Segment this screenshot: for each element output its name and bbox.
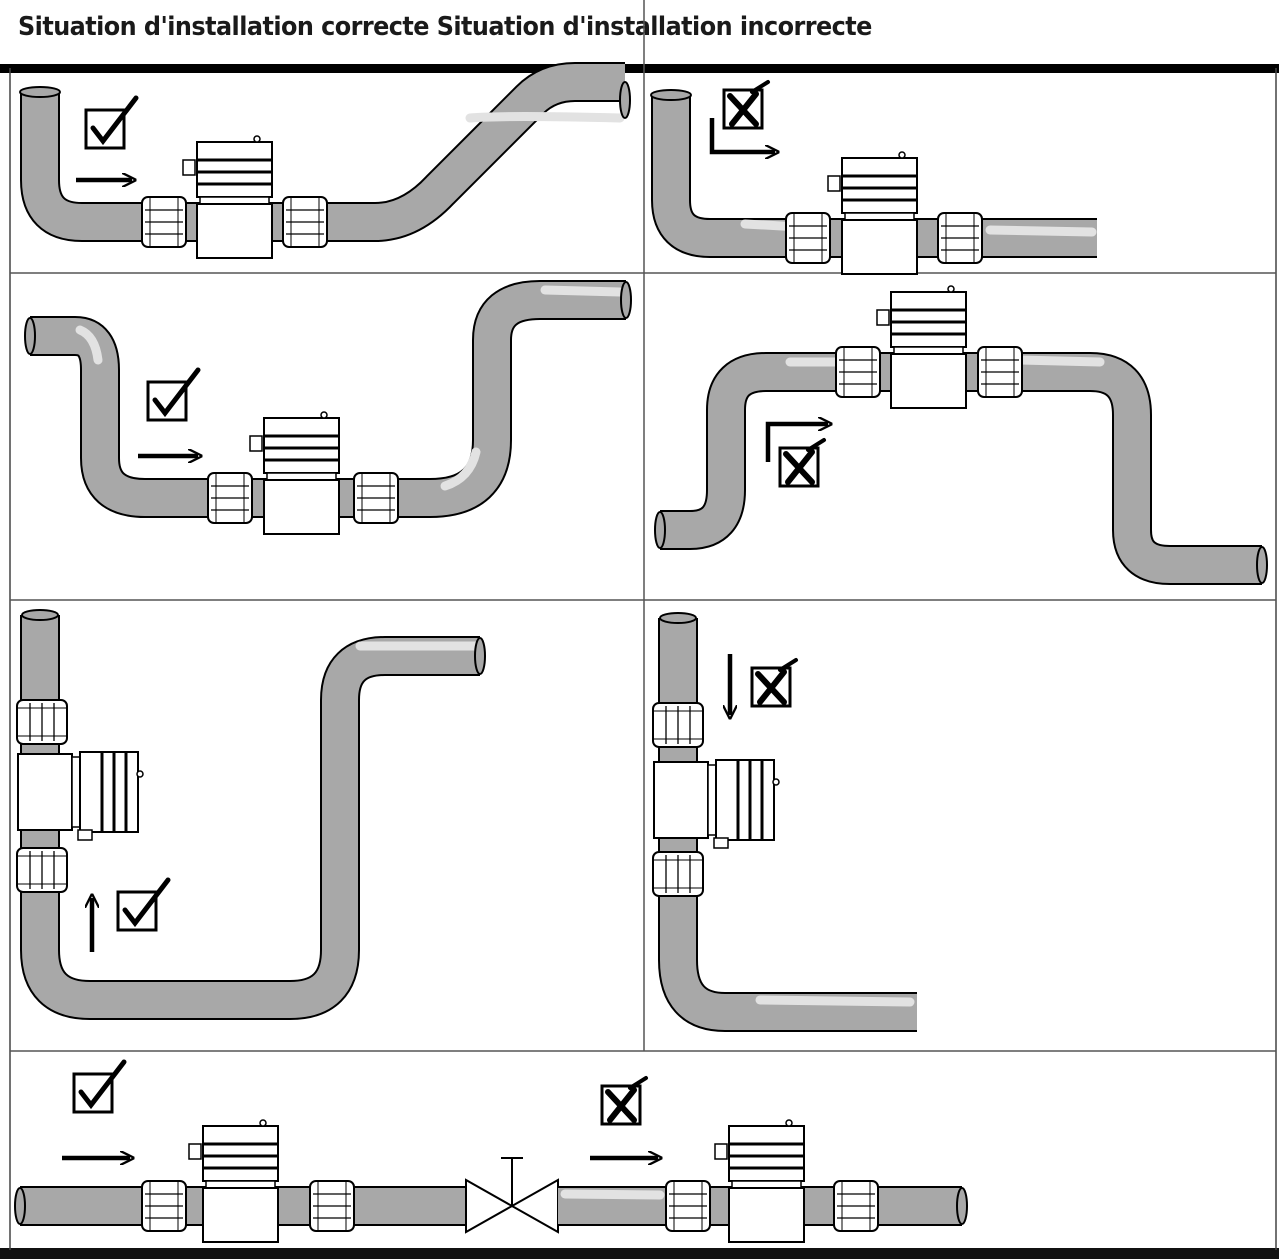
pipe-end	[474, 637, 486, 675]
fitting-nut	[141, 196, 187, 248]
panel-row1-left	[19, 62, 631, 259]
pipe-end	[620, 281, 632, 319]
fitting-nut	[977, 346, 1023, 398]
panel-row4-after-valve	[558, 1076, 968, 1243]
checkbox-cross-icon	[750, 658, 798, 708]
flow-arrow-icon	[709, 118, 775, 152]
fitting-nut	[207, 472, 253, 524]
pipe-end	[659, 612, 697, 624]
pipe-highlight	[985, 225, 1097, 237]
fitting-nut	[937, 212, 983, 264]
pipe-end	[24, 317, 36, 355]
fitting-nut	[309, 1180, 355, 1232]
checkbox-check-icon	[146, 367, 201, 422]
header-rule	[0, 64, 1279, 73]
pipe	[20, 62, 625, 242]
flow-sensor	[249, 411, 340, 535]
pipe	[20, 615, 480, 1020]
checkbox-check-icon	[116, 877, 171, 932]
pipe-end	[619, 81, 631, 119]
panel-row4-before-valve	[14, 1059, 559, 1243]
panel-row3-left	[16, 609, 486, 1020]
pipe-highlight	[755, 995, 915, 1007]
fitting-nut	[141, 1180, 187, 1232]
flow-arrow-icon	[765, 424, 828, 462]
fitting-nut	[652, 851, 704, 897]
fitting-nut	[833, 1180, 879, 1232]
panel-row2-right	[654, 285, 1268, 585]
fitting-nut	[282, 196, 328, 248]
pipe-end	[14, 1187, 26, 1225]
panel-row3-right	[652, 612, 917, 1032]
pipe-highlight	[75, 325, 103, 365]
flow-sensor	[653, 759, 780, 849]
pipe-end	[956, 1187, 968, 1225]
fitting-nut	[16, 847, 68, 893]
pipe-end	[1256, 546, 1268, 584]
checkbox-check-icon	[72, 1059, 127, 1114]
pipe-end	[650, 89, 692, 101]
pipe-highlight	[465, 112, 625, 123]
flow-sensor	[827, 151, 918, 275]
fitting-nut	[665, 1180, 711, 1232]
pipe-end	[654, 511, 666, 549]
panel-row2-left	[24, 280, 632, 535]
flow-sensor	[188, 1119, 279, 1243]
pipe-highlight	[440, 447, 481, 491]
flow-sensor	[182, 135, 273, 259]
fitting-nut	[353, 472, 399, 524]
pipe-highlight	[540, 285, 625, 297]
checkbox-cross-icon	[722, 80, 770, 130]
pipe-end	[19, 86, 61, 98]
pipe-end	[21, 609, 59, 621]
pipe	[651, 95, 1097, 258]
fitting-nut	[652, 702, 704, 748]
pipe	[658, 618, 917, 1032]
fitting-nut	[835, 346, 881, 398]
flow-sensor	[876, 285, 967, 409]
checkbox-check-icon	[84, 95, 139, 150]
checkbox-cross-icon	[778, 438, 826, 488]
pipe-highlight	[1015, 355, 1105, 367]
fitting-nut	[16, 699, 68, 745]
fitting-nut	[785, 212, 831, 264]
checkbox-cross-icon	[600, 1076, 648, 1126]
flow-sensor	[17, 751, 144, 841]
pipe-highlight	[560, 1189, 665, 1200]
page-title: Situation d'installation correcte Situat…	[18, 12, 872, 42]
panel-row1-right	[650, 80, 1097, 275]
valve-icon	[465, 1157, 559, 1234]
flow-sensor	[714, 1119, 805, 1243]
bottom-rule	[0, 1248, 1279, 1259]
